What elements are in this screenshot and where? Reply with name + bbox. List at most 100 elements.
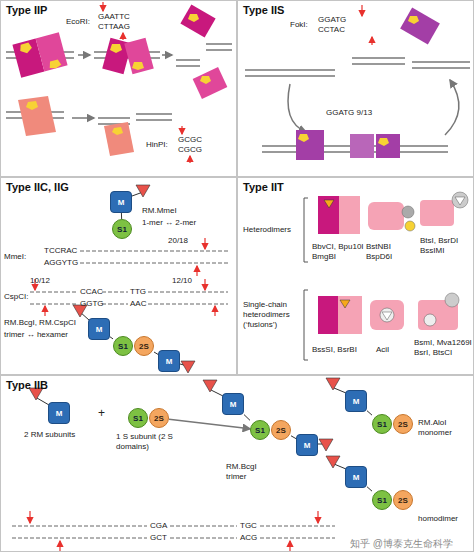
annotation-label: AAC (130, 299, 146, 309)
enzyme-monomer (36, 32, 68, 71)
annotation-label: RM.MmeI (142, 206, 177, 216)
cut-arrow (102, 2, 103, 11)
specificity-domain: S1 (112, 219, 132, 239)
annotation-label: 20/18 (168, 236, 188, 246)
linker-line (110, 337, 113, 339)
process-arrow (445, 80, 459, 135)
annotation-label: TCCRAC (44, 246, 77, 256)
cut-arrow (59, 541, 60, 551)
annotation-label: 1 S subunit (2 S domains) (116, 432, 174, 452)
annotation-label: GAATTC (98, 12, 130, 22)
process-arrow (162, 54, 172, 56)
subunit-label: M (96, 325, 103, 334)
endonuclease-domain (326, 378, 340, 390)
annotation-label: 2 RM subunits (24, 430, 75, 440)
dna-strand (148, 292, 228, 293)
cut-arrow (29, 511, 30, 523)
subunit-label: 2S (276, 426, 286, 435)
enzyme-monomer (124, 38, 154, 75)
cut-arrow (44, 306, 45, 316)
subunit-label: S1 (255, 426, 265, 435)
cut-arrow (317, 511, 318, 523)
dna-strand (245, 75, 335, 77)
annotation-label: AGGYTG (44, 258, 78, 268)
annotation-label: BstNBI BspD6I (366, 242, 410, 262)
panel-heading: Type IIT (243, 181, 284, 194)
enzyme-subunit (402, 206, 414, 218)
annotation-label: CspCI: (4, 292, 28, 302)
cut-arrow (214, 306, 215, 316)
panel-heading: Type IIC, IIG (6, 181, 69, 194)
annotation-label: CCTAC (318, 25, 345, 35)
cut-arrow (204, 279, 205, 290)
annotation-label: Heterodimers (243, 225, 291, 235)
enzyme-monomer (350, 134, 374, 158)
enzyme-subunit (318, 296, 338, 334)
specificity-domain: 2S (393, 414, 413, 434)
catalytic-site (378, 138, 389, 146)
enzyme-subunit (380, 308, 394, 322)
dna-strand (260, 526, 335, 527)
subunit-label: M (353, 473, 360, 482)
methyltransferase-subunit: M (222, 393, 244, 415)
annotation-label: GGATG (318, 15, 346, 25)
endonuclease-domain (181, 361, 195, 373)
enzyme-monomer (376, 134, 400, 158)
annotation-label: TGC (240, 521, 257, 531)
annotation-label: BssSI, BsrBI (312, 345, 368, 355)
annotation-label: CGCG (178, 145, 202, 155)
methyltransferase-subunit: M (88, 318, 110, 340)
annotation-label: Single-chain heterodimers (‘fusions’) (243, 300, 303, 330)
dna-strand (148, 304, 228, 305)
subunit-label: 2S (398, 496, 408, 505)
catalytic-site (405, 221, 415, 231)
panel-heading: Type IIS (243, 4, 284, 17)
process-arrow (288, 84, 306, 132)
enzyme-monomer (296, 130, 324, 160)
annotation-label: 知乎 @博泰克生命科学 (350, 538, 453, 550)
annotation-label: ACG (240, 533, 257, 543)
cut-arrow (361, 5, 362, 16)
specificity-domain: S1 (113, 336, 133, 356)
cut-arrow (371, 37, 372, 45)
endonuclease-domain (203, 380, 217, 392)
annotation-label: GCT (150, 533, 167, 543)
process-arrow (78, 54, 90, 56)
dna-strand (12, 538, 147, 539)
panel-heading: Type IIB (6, 379, 48, 392)
linker-line (367, 411, 372, 415)
bracket (304, 198, 308, 262)
cut-arrow (181, 126, 182, 134)
annotation-label: RM.BcgI trimer (226, 462, 266, 482)
dna-strand (80, 251, 228, 252)
dna-strand (30, 292, 78, 293)
subunit-label: 2S (154, 414, 164, 423)
catalytic-site (298, 134, 309, 142)
dna-strand (352, 63, 405, 65)
endonuclease-domain (326, 456, 340, 468)
annotation-label: BtsI, BsrDI BssIMI (420, 236, 472, 256)
enzyme-dimer (12, 32, 67, 77)
subunit-label: S1 (117, 225, 127, 234)
catalytic-site (19, 42, 33, 55)
enzyme-monomer (180, 4, 215, 37)
specificity-domain: S1 (372, 414, 392, 434)
specificity-domain: 2S (149, 408, 169, 428)
dna-strand (176, 65, 200, 67)
cut-arrow (196, 266, 197, 276)
dna-strand (206, 43, 232, 45)
enzyme-monomer (18, 96, 56, 136)
methyltransferase-subunit: M (345, 466, 367, 488)
dna-strand (12, 526, 147, 527)
subunit-label: M (56, 409, 63, 418)
dna-strand (80, 263, 228, 264)
subunit-label: S1 (133, 414, 143, 423)
catalytic-site (112, 127, 123, 135)
dna-strand (412, 61, 470, 63)
cut-arrow (289, 541, 290, 551)
endonuclease-domain (319, 439, 333, 451)
annotation-label: BsmI, Mva1269I BsrI, BtsCI (414, 338, 472, 358)
subunit-label: S1 (377, 496, 387, 505)
cut-arrow (204, 238, 205, 249)
